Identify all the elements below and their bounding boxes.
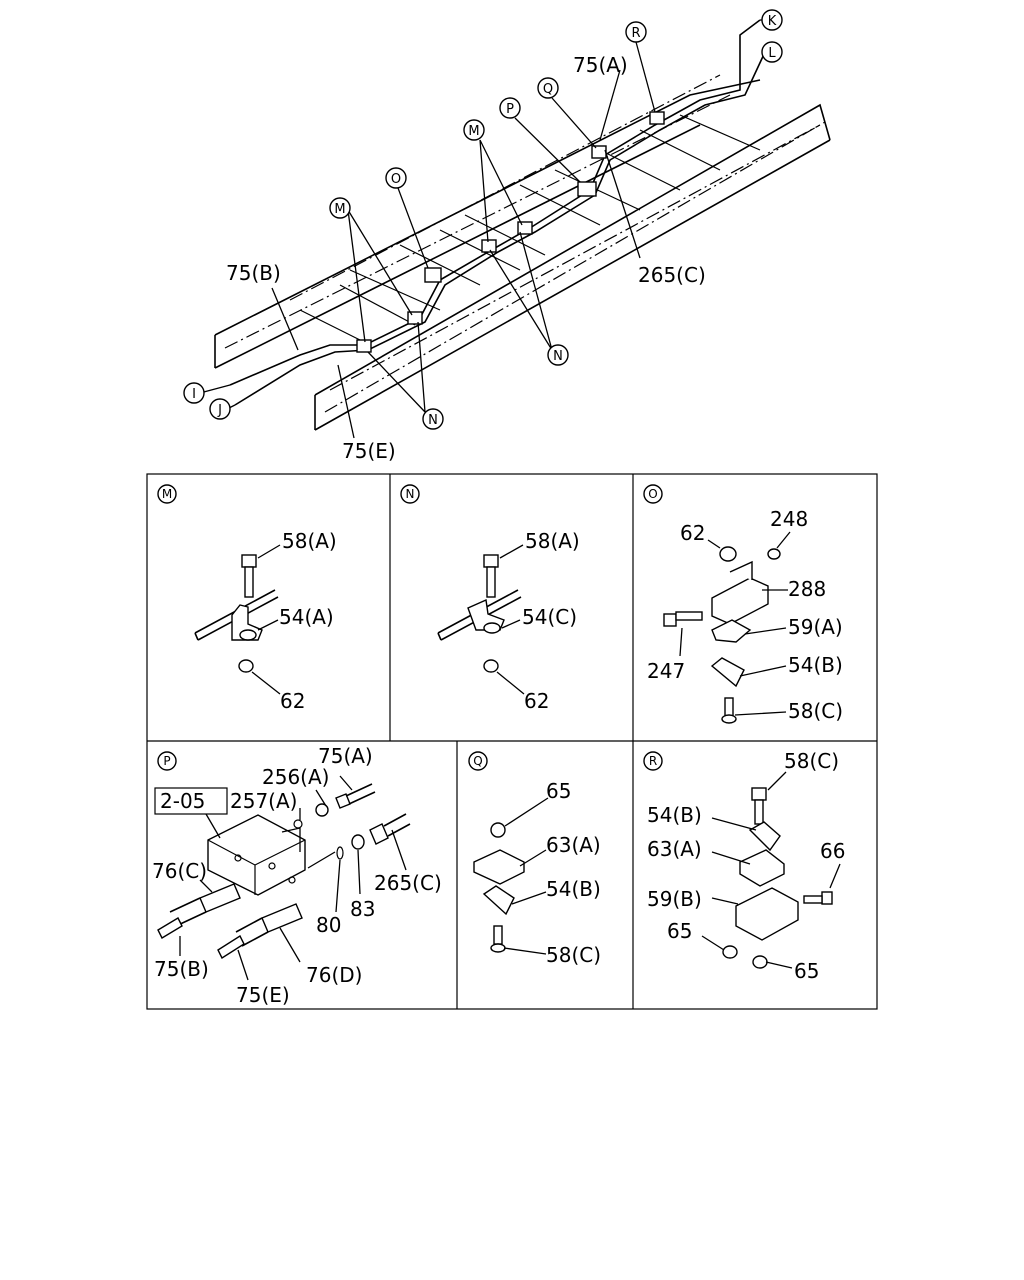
svg-text:M: M: [468, 124, 479, 139]
label-247: 247: [647, 659, 685, 683]
panel-p: P 2-05 75(A) 256(A) 257(: [152, 744, 442, 1007]
label-75e: 75(E): [236, 983, 290, 1007]
label-265c: 265(C): [638, 263, 706, 287]
label-54b: 54(B): [647, 803, 702, 827]
label-58c: 58(C): [784, 749, 839, 773]
label-63a: 63(A): [546, 833, 601, 857]
callout-l: L: [761, 41, 783, 63]
svg-text:Q: Q: [543, 82, 553, 97]
callout-n-right: N: [547, 344, 569, 366]
panel-p-header: P: [163, 754, 170, 768]
label-59b: 59(B): [647, 887, 702, 911]
callout-r: R: [625, 21, 647, 43]
callout-j: J: [209, 398, 231, 420]
label-54c: 54(C): [522, 605, 577, 629]
label-63a: 63(A): [647, 837, 702, 861]
panel-o-header: O: [648, 487, 657, 501]
label-257a: 257(A): [230, 789, 297, 813]
svg-text:N: N: [553, 349, 563, 364]
panel-n: N 58(A) 54(C) 62: [400, 484, 580, 713]
callout-k: K: [761, 9, 783, 31]
label-59a: 59(A): [788, 615, 843, 639]
label-58a: 58(A): [525, 529, 580, 553]
chassis-overview: K L R Q P M O M I J N N 75(A) 75(B) 75(E…: [183, 9, 831, 463]
svg-text:K: K: [768, 14, 777, 29]
label-58c: 58(C): [788, 699, 843, 723]
panel-grid: [146, 473, 878, 1010]
label-54a: 54(A): [279, 605, 334, 629]
label-75b: 75(B): [226, 261, 281, 285]
label-75b: 75(B): [154, 957, 209, 981]
panel-r-header: R: [649, 754, 657, 768]
label-75a: 75(A): [573, 53, 628, 77]
svg-text:P: P: [506, 102, 514, 117]
svg-text:J: J: [217, 403, 222, 418]
callout-p: P: [499, 97, 521, 119]
label-248: 248: [770, 507, 808, 531]
label-62: 62: [280, 689, 305, 713]
svg-text:R: R: [631, 26, 640, 41]
ref-box-label: 2-05: [160, 789, 205, 813]
panel-m-header: M: [162, 487, 172, 501]
panel-q-header: Q: [473, 754, 482, 768]
panel-r: R 58(C) 54(B) 63(A) 66 59(B) 65 65: [643, 749, 845, 983]
label-288: 288: [788, 577, 826, 601]
label-65: 65: [546, 779, 571, 803]
label-76d: 76(D): [306, 963, 362, 987]
label-58a: 58(A): [282, 529, 337, 553]
callout-o: O: [385, 167, 407, 189]
panel-q: Q 65 63(A) 54(B) 58(C): [468, 751, 601, 967]
ref-box-2-05: [154, 787, 228, 815]
label-75a: 75(A): [318, 744, 373, 768]
panel-m: M 58(A) 54(A) 62: [157, 484, 337, 713]
label-65: 65: [667, 919, 692, 943]
svg-text:L: L: [768, 46, 776, 61]
svg-text:M: M: [334, 202, 345, 217]
panel-o: O 62 248 288 247 59(A) 54(B) 58(C): [643, 484, 843, 724]
label-256a: 256(A): [262, 765, 329, 789]
label-58c: 58(C): [546, 943, 601, 967]
label-83: 83: [350, 897, 375, 921]
panel-n-header: N: [406, 487, 415, 501]
label-65: 65: [794, 959, 819, 983]
label-54b: 54(B): [546, 877, 601, 901]
callout-q: Q: [537, 77, 559, 99]
label-75e: 75(E): [342, 439, 396, 463]
callout-m-left: M: [329, 197, 351, 219]
svg-text:N: N: [428, 413, 438, 428]
svg-text:I: I: [192, 387, 196, 402]
label-265c: 265(C): [374, 871, 442, 895]
label-80: 80: [316, 913, 341, 937]
callout-n-left: N: [422, 408, 444, 430]
callout-m-right: M: [463, 119, 485, 141]
label-54b: 54(B): [788, 653, 843, 677]
label-76c: 76(C): [152, 859, 207, 883]
label-62: 62: [524, 689, 549, 713]
callout-i: I: [183, 382, 205, 404]
label-66: 66: [820, 839, 845, 863]
svg-text:O: O: [391, 172, 401, 187]
label-62: 62: [680, 521, 705, 545]
